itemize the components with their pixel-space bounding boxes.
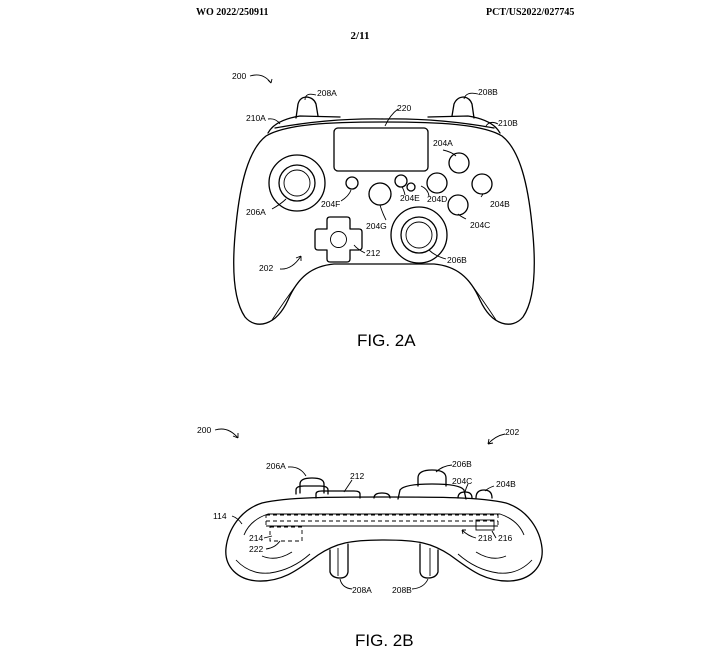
button-204b-side <box>475 489 493 499</box>
label-200-b: 200 <box>197 425 211 435</box>
label-218: 218 <box>478 533 492 543</box>
label-206b-b: 206B <box>452 459 472 469</box>
button-204d <box>448 152 470 174</box>
button-204c <box>447 194 469 216</box>
figure-caption-2a: FIG. 2A <box>357 331 416 350</box>
label-220: 220 <box>397 103 411 113</box>
label-210a: 210A <box>246 113 266 123</box>
label-200: 200 <box>232 71 246 81</box>
label-204f: 204F <box>321 199 340 209</box>
publication-number: WO 2022/250911 <box>196 7 269 18</box>
component-216 <box>475 519 495 531</box>
bumper-210a <box>267 115 341 134</box>
label-208a: 208A <box>317 88 337 98</box>
fig-2b-controller: 200 202 206A 212 206B 204C 204B 114 214 … <box>197 425 543 650</box>
label-204c: 204C <box>470 220 490 230</box>
thumbstick-206b <box>390 206 448 264</box>
label-208b-b: 208B <box>392 585 412 595</box>
bumper-210b <box>427 115 501 134</box>
page-number: 2/11 <box>350 30 370 42</box>
thumbstick-206a <box>268 154 326 212</box>
button-204e <box>394 174 408 188</box>
button-204e-2 <box>406 182 416 192</box>
button-204b <box>471 173 493 195</box>
label-212-b: 212 <box>350 471 364 481</box>
controller-body-outline <box>233 121 535 325</box>
label-206a-b: 206A <box>266 461 286 471</box>
label-208a-b: 208A <box>352 585 372 595</box>
thumbstick-206b-side <box>417 469 447 487</box>
button-204f <box>345 176 359 190</box>
button-204a <box>426 172 448 194</box>
label-212: 212 <box>366 248 380 258</box>
application-number: PCT/US2022/027745 <box>486 7 575 18</box>
label-210b: 210B <box>498 118 518 128</box>
button-204g <box>368 182 392 206</box>
thumbstick-206a-side <box>299 477 325 494</box>
dpad-212-side <box>315 490 361 499</box>
trigger-208b-side <box>419 543 439 579</box>
label-204g: 204G <box>366 221 387 231</box>
label-202: 202 <box>259 263 273 273</box>
label-114: 114 <box>213 511 227 521</box>
fig-2a-controller: 200 208A 208B 210A 210B 220 204A 204B 20… <box>232 71 535 350</box>
label-206a: 206A <box>246 207 266 217</box>
label-202-b: 202 <box>505 427 519 437</box>
trigger-208a-side <box>329 543 349 579</box>
label-204e: 204E <box>400 193 420 203</box>
controller-front-outline <box>225 496 543 582</box>
trigger-208a <box>295 96 319 119</box>
trigger-208b <box>451 96 475 119</box>
label-204b-b: 204B <box>496 479 516 489</box>
label-204a: 204A <box>433 138 453 148</box>
display-220 <box>333 127 429 172</box>
component-218 <box>265 514 499 527</box>
label-206b: 206B <box>447 255 467 265</box>
component-214 <box>269 526 303 542</box>
label-222: 222 <box>249 544 263 554</box>
label-216: 216 <box>498 533 512 543</box>
label-204c-b: 204C <box>452 476 472 486</box>
dpad-212 <box>314 216 363 263</box>
label-214: 214 <box>249 533 263 543</box>
label-204b: 204B <box>490 199 510 209</box>
figure-caption-2b: FIG. 2B <box>355 631 414 650</box>
label-208b: 208B <box>478 87 498 97</box>
label-204d: 204D <box>427 194 447 204</box>
